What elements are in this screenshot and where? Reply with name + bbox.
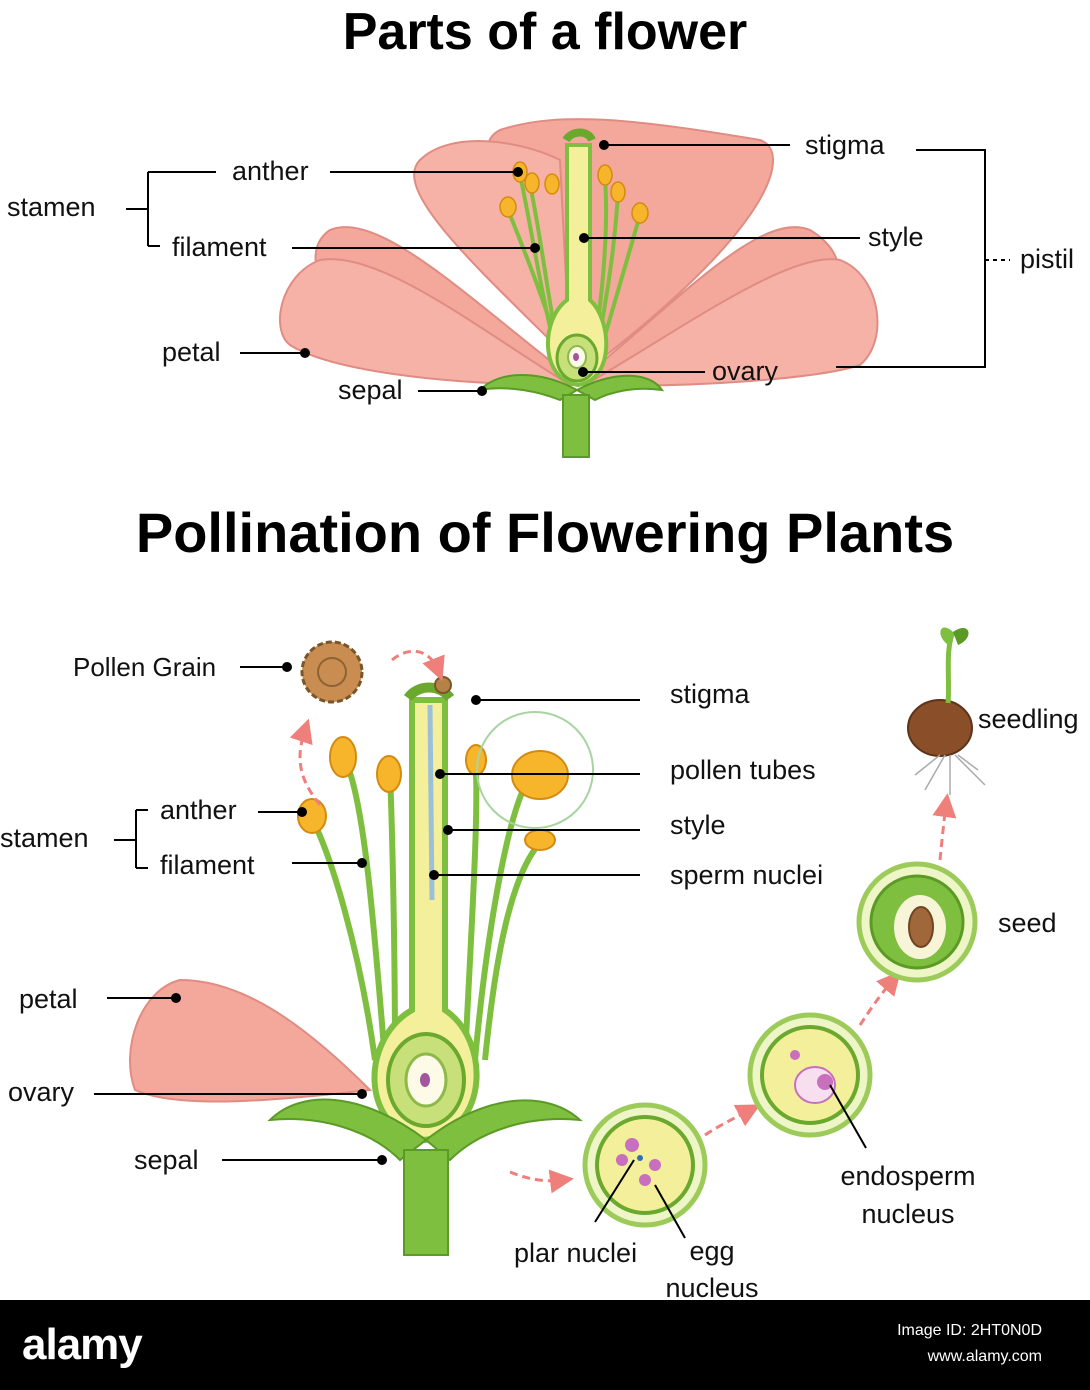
stage-seed xyxy=(856,861,978,983)
label-seed: seed xyxy=(998,908,1057,938)
top-leader-lines xyxy=(126,144,1010,392)
bottom-leader-lines xyxy=(94,666,867,1239)
title-pollination: Pollination of Flowering Plants xyxy=(135,501,955,564)
label-egg-line2: nucleus xyxy=(665,1273,759,1303)
label-pollen-tubes: pollen tubes xyxy=(670,755,816,785)
label-top-sepal: sepal xyxy=(338,375,403,405)
bottom-petal xyxy=(129,978,373,1103)
label-seedling: seedling xyxy=(978,704,1079,734)
label-pollen-grain: Pollen Grain xyxy=(73,652,217,682)
stage-seedling xyxy=(907,627,986,795)
label-top-ovary: ovary xyxy=(712,356,779,386)
label-sperm-nuclei: sperm nuclei xyxy=(670,860,824,890)
label-top-style: style xyxy=(868,222,924,252)
label-endosperm-line2: nucleus xyxy=(861,1199,955,1229)
label-endosperm-nucleus: endosperm nucleus xyxy=(830,1163,986,1228)
label-bottom-ovary: ovary xyxy=(8,1077,75,1107)
label-bottom-style: style xyxy=(670,810,726,840)
label-bottom-sepal: sepal xyxy=(134,1145,199,1175)
label-bottom-anther: anther xyxy=(160,795,237,825)
image-id: Image ID: 2HT0N0D xyxy=(897,1322,1042,1339)
label-top-stigma: stigma xyxy=(805,130,885,160)
label-top-stamen: stamen xyxy=(7,192,96,222)
stage-endosperm xyxy=(747,1012,873,1138)
label-egg-line1: egg xyxy=(689,1236,735,1266)
top-petal-left xyxy=(279,258,574,387)
label-egg-nucleus: egg nucleus xyxy=(656,1238,768,1302)
label-bottom-stamen: stamen xyxy=(0,823,89,853)
label-top-petal: petal xyxy=(162,337,221,367)
title-parts-of-flower: Parts of a flower xyxy=(342,3,748,61)
label-plar-nuclei: plar nuclei xyxy=(514,1238,638,1268)
alamy-url: www.alamy.com xyxy=(927,1348,1042,1365)
label-top-pistil: pistil xyxy=(1020,244,1075,274)
top-flower-illustration xyxy=(279,118,879,458)
alamy-logo: alamy xyxy=(22,1320,143,1369)
label-endosperm-line1: endosperm xyxy=(840,1161,976,1191)
bottom-flower-illustration xyxy=(129,640,594,1256)
label-bottom-stigma: stigma xyxy=(670,679,750,709)
stage-zygote xyxy=(582,1102,708,1228)
label-bottom-filament: filament xyxy=(160,850,255,880)
top-petal-right xyxy=(581,258,879,387)
label-top-filament: filament xyxy=(172,232,267,262)
flower-diagrams-art xyxy=(94,118,1010,1256)
label-top-anther: anther xyxy=(232,156,309,186)
label-bottom-petal: petal xyxy=(19,984,78,1014)
top-pistil xyxy=(546,143,609,388)
watermark-footer: alamy Image ID: 2HT0N0D www.alamy.com xyxy=(0,1300,1090,1390)
